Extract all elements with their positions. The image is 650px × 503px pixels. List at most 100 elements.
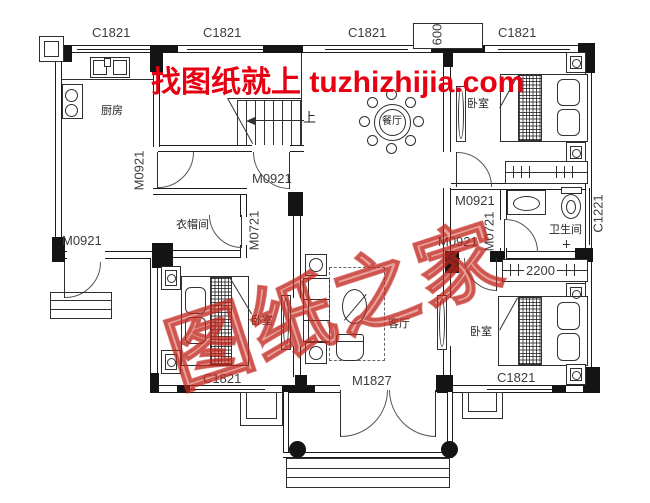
porch-wall [447, 392, 453, 458]
porch-wall [283, 452, 453, 458]
column [150, 373, 159, 392]
dining-chair [405, 97, 416, 108]
chimney-flue-inner [44, 41, 59, 57]
window-c1821 [325, 45, 408, 53]
porch-column [289, 441, 306, 458]
stove-burner [65, 89, 78, 102]
dining-table-inner [379, 109, 406, 136]
column [150, 53, 163, 72]
column [152, 243, 173, 268]
toilet-bowl-inner [566, 200, 576, 214]
stair-direction-line [254, 120, 304, 122]
watermark-banner: 找图纸就上 tuzhizhijia.com [151, 66, 525, 99]
nightstand [566, 142, 586, 163]
dining-chair [386, 89, 397, 100]
hanger-tick [510, 264, 512, 276]
step-line [286, 477, 450, 479]
window-c1821 [77, 45, 150, 53]
stairs-up-label: 上 [303, 110, 317, 125]
door-leaf [281, 295, 291, 350]
step-line [50, 300, 112, 302]
column [177, 385, 190, 393]
window-label-c1821: C1821 [348, 25, 387, 40]
armchair-line [336, 341, 364, 343]
hanger-tick [556, 166, 558, 178]
nightstand [566, 52, 586, 73]
stair-edge-line [301, 53, 303, 146]
wall [240, 195, 247, 217]
wall [153, 188, 247, 195]
window-c1221 [585, 188, 592, 245]
door-leaf-line [157, 152, 159, 188]
window-c1821 [487, 385, 552, 393]
bedroom-label: 卧室 [467, 98, 489, 110]
wall [150, 385, 190, 393]
bed-blanket-hatch [518, 75, 542, 141]
door-label-m1827: M1827 [352, 373, 392, 388]
nightstand [161, 266, 181, 290]
chimney-flue [39, 36, 64, 62]
dining-chair [386, 143, 397, 154]
door-leaf-line [241, 215, 243, 248]
plant-side-table [305, 342, 327, 364]
sofa-back-line [308, 278, 310, 342]
window-label-c1821: C1821 [203, 371, 242, 386]
wall [293, 214, 301, 298]
column [445, 251, 459, 273]
toilet-tank [561, 187, 582, 194]
wall [443, 346, 451, 377]
hanger-tick [518, 264, 520, 276]
column [282, 385, 315, 393]
plant-side-table [305, 254, 327, 276]
wall [500, 190, 507, 220]
window-label-c1821: C1821 [92, 25, 131, 40]
stove-burner [65, 104, 78, 117]
step-line [286, 468, 450, 470]
wall [158, 145, 252, 152]
bed-blanket-hatch [518, 297, 542, 365]
door-leaf-line [289, 152, 291, 189]
stair-top-line [228, 98, 302, 100]
sink-faucet [104, 58, 111, 67]
bed-blanket-hatch [210, 277, 232, 365]
window-label-c1821: C1821 [498, 25, 537, 40]
door-leaf-line [340, 390, 342, 437]
vent-shaft-600 [413, 23, 483, 49]
wall [443, 53, 451, 152]
nightstand [566, 364, 586, 385]
porch-steps [286, 458, 450, 488]
door-leaf-line [504, 219, 506, 252]
dining-chair [413, 116, 424, 127]
dining-chair [359, 116, 370, 127]
door-label-m0921: M0921 [455, 193, 495, 208]
column [437, 385, 453, 393]
bay-ledge-inner [468, 392, 497, 412]
bay-ledge-inner [246, 392, 277, 419]
bedroom-label: 卧室 [251, 315, 273, 327]
sink-basin [93, 60, 107, 75]
wall [552, 385, 590, 393]
column [150, 45, 178, 53]
hanger-tick [572, 166, 574, 178]
hanger-tick [529, 166, 531, 178]
shaft-label-600: 600 [429, 23, 445, 46]
wardrobe-rail [505, 172, 588, 174]
door-label-m0921: M0921 [62, 233, 102, 248]
hanger-tick [566, 264, 568, 276]
column [263, 45, 303, 53]
column [443, 47, 453, 67]
hanger-tick [521, 166, 523, 178]
wall [150, 258, 158, 385]
wall [240, 245, 247, 258]
column [431, 45, 485, 53]
door-leaf-line [435, 390, 437, 437]
sofa [303, 278, 330, 342]
window-c1821 [498, 45, 570, 53]
cloakroom-label: 衣帽间 [176, 219, 209, 231]
column [552, 385, 566, 393]
stair-arrow-icon [246, 117, 255, 125]
door-leaf [437, 295, 447, 350]
sink-basin [113, 60, 127, 75]
window-label-c1821: C1821 [203, 25, 242, 40]
